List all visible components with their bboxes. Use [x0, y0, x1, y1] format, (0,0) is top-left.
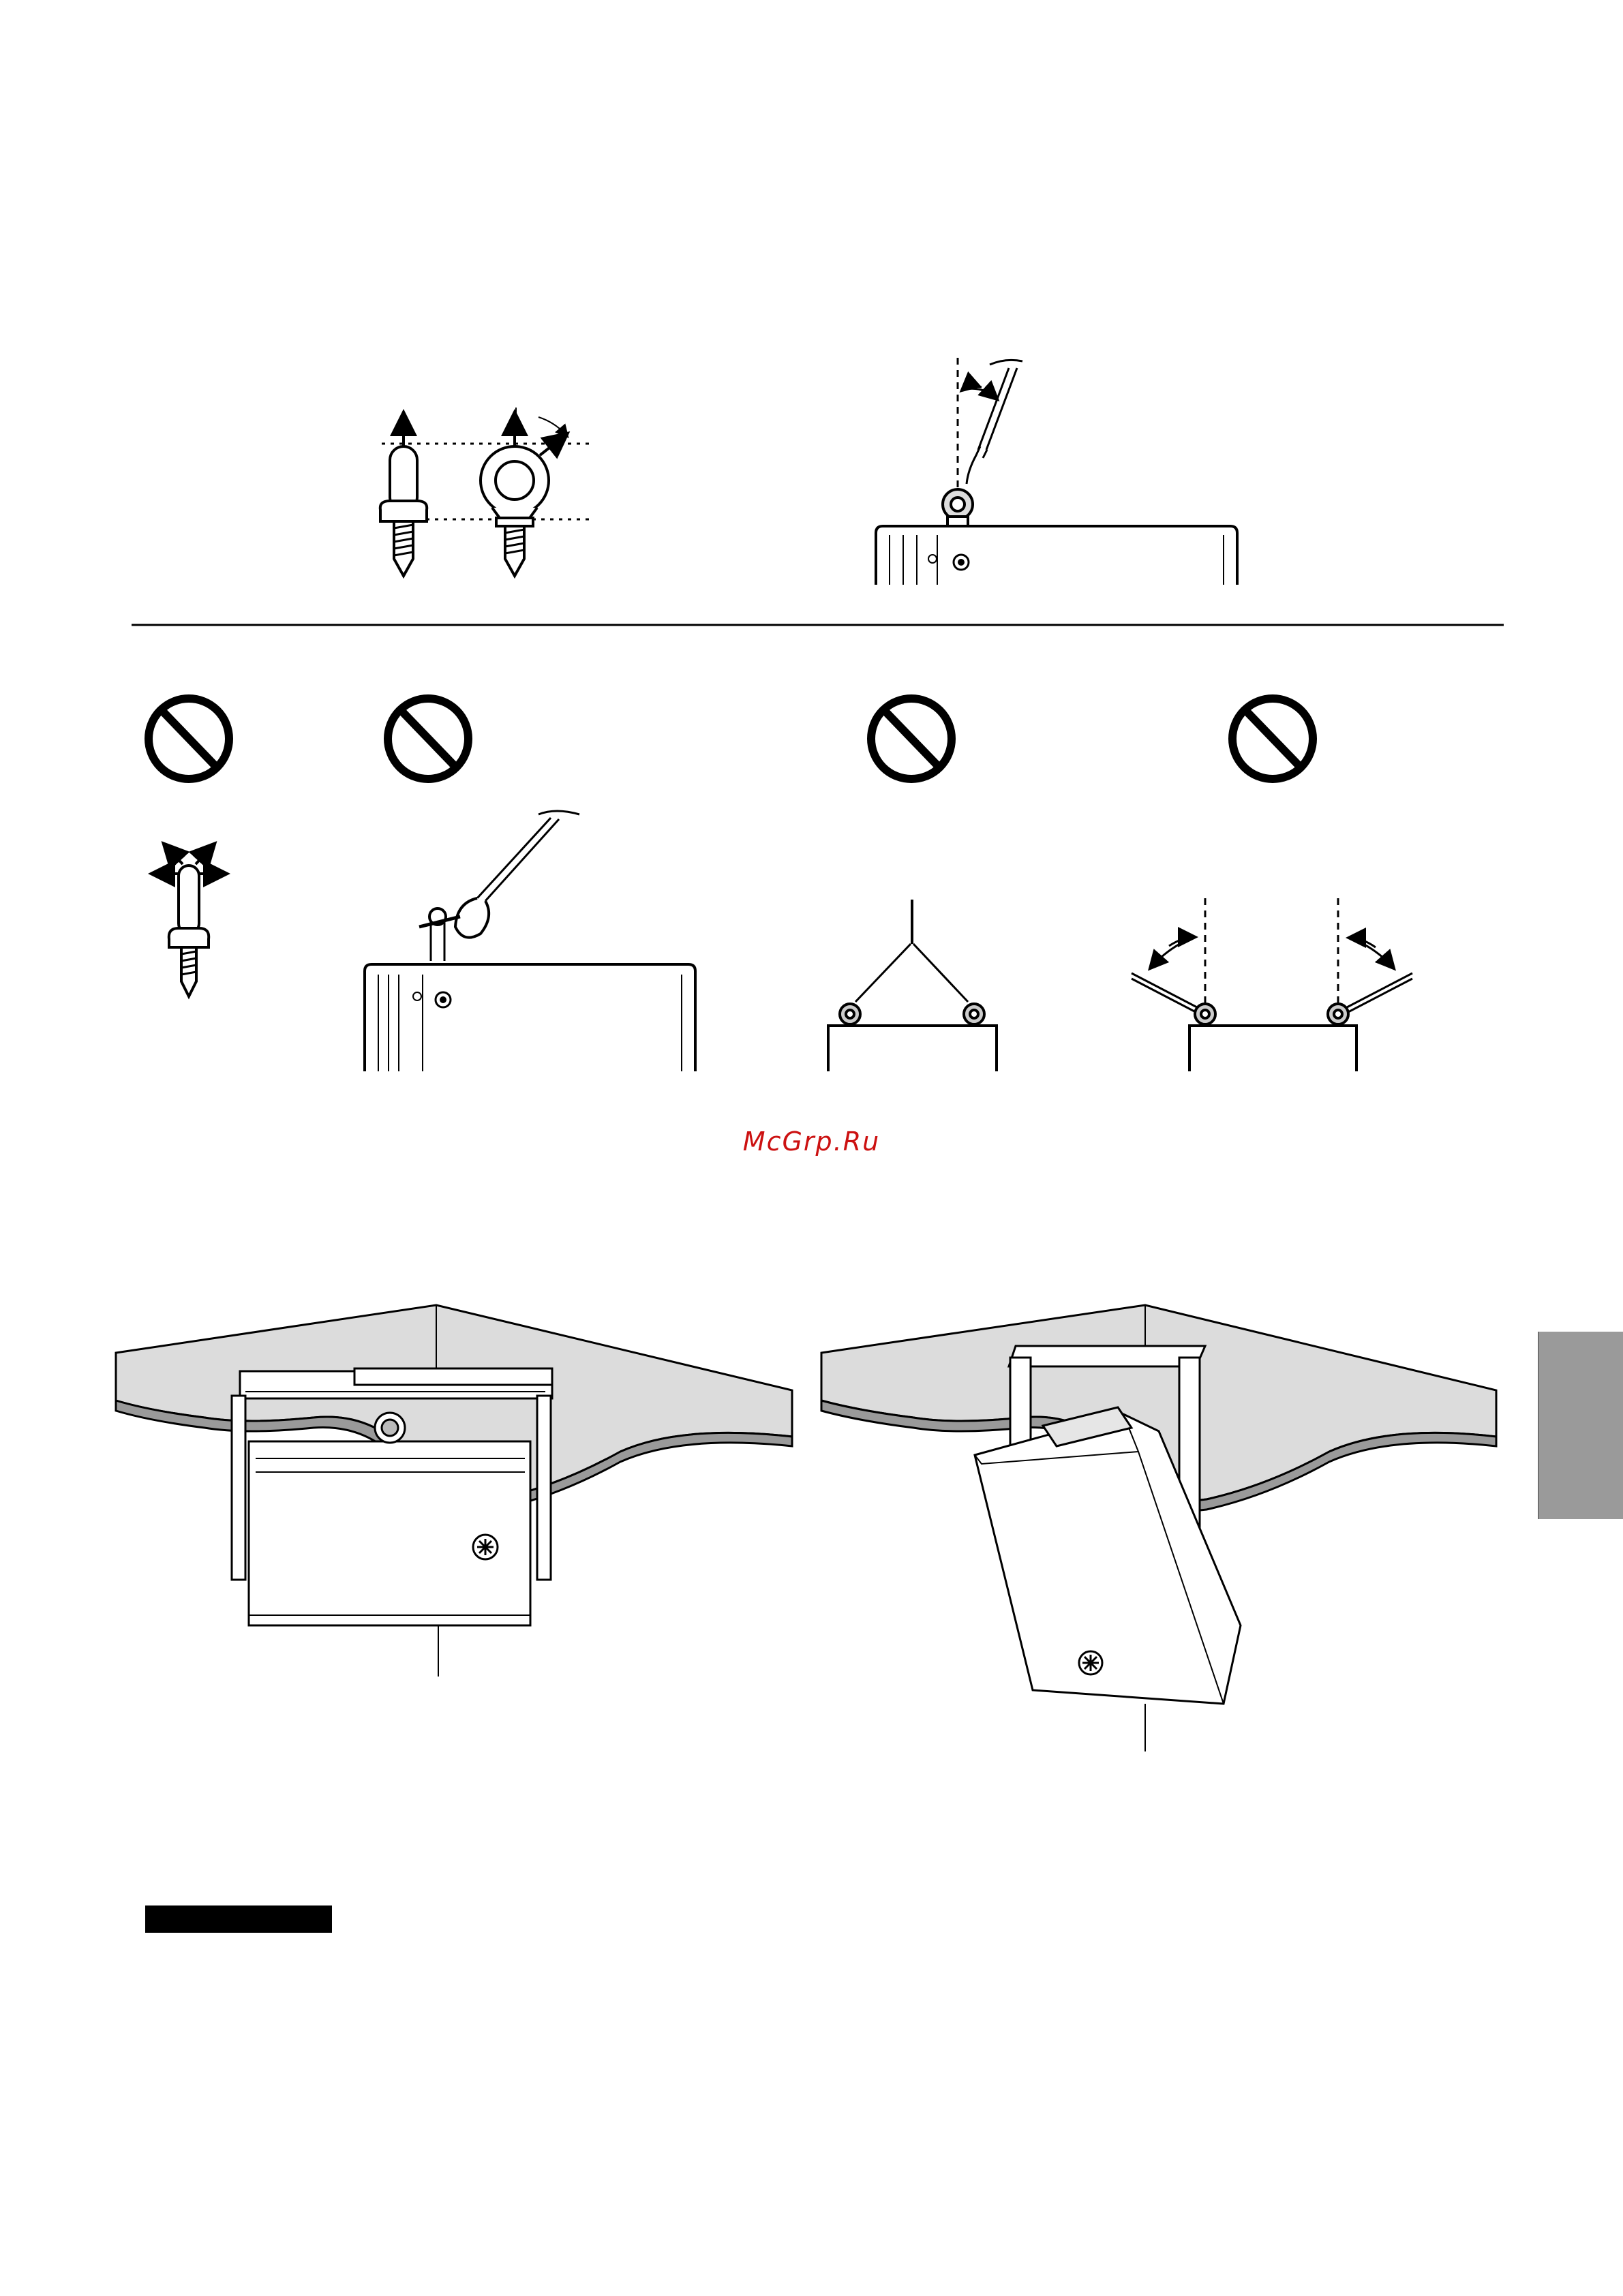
prohibited-icon	[1232, 699, 1313, 779]
watermark-text: McGrp.Ru	[0, 1127, 1623, 1157]
eyebolt-cable-angle-figure	[876, 358, 1237, 585]
ceiling-bracket-horizontal-figure	[116, 1305, 792, 1677]
ceiling-bracket-vertical-figure	[821, 1305, 1496, 1751]
eyebolt-load-direction-figure	[380, 408, 593, 576]
prohibited-icon	[388, 699, 468, 779]
prohibited-icon	[871, 699, 952, 779]
eyebolt-lateral-force-prohibited-figure	[153, 845, 225, 996]
prohibited-icon	[149, 699, 229, 779]
hook-through-eyebolt-prohibited-figure	[365, 811, 695, 1071]
outward-cable-angle-prohibited-figure	[1132, 898, 1412, 1071]
thread-right	[505, 526, 524, 576]
chapter-side-tab	[1538, 1332, 1623, 1519]
section-heading-bar	[145, 1905, 332, 1933]
thread-left	[394, 521, 413, 576]
two-point-v-suspension-prohibited-figure	[828, 900, 997, 1071]
